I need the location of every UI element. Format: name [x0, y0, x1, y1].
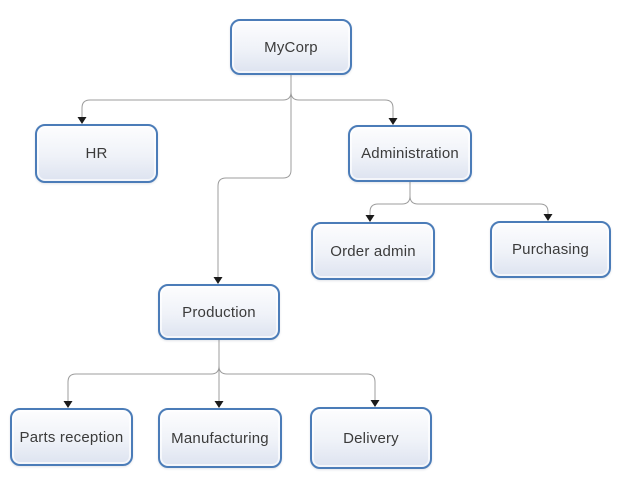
arrowhead-icon: [63, 401, 73, 408]
arrowhead-icon: [370, 400, 380, 407]
node-mycorp[interactable]: MyCorp: [230, 19, 352, 75]
node-label: Delivery: [343, 429, 399, 447]
connector-mycorp-administration: [290, 75, 394, 119]
connector-production-delivery: [218, 340, 376, 401]
node-purchasing[interactable]: Purchasing: [490, 221, 611, 278]
connector-mycorp-production: [217, 75, 292, 278]
arrowhead-icon: [543, 214, 553, 221]
node-production[interactable]: Production: [158, 284, 280, 340]
node-hr[interactable]: HR: [35, 124, 158, 183]
arrowhead-icon: [214, 401, 224, 408]
node-delivery[interactable]: Delivery: [310, 407, 432, 469]
node-label: Manufacturing: [171, 429, 269, 447]
arrowhead-icon: [77, 117, 87, 124]
node-label: MyCorp: [264, 38, 318, 56]
node-label: Production: [182, 303, 256, 321]
node-label: Administration: [361, 145, 459, 162]
node-label: Order admin: [330, 242, 416, 260]
node-parts-reception[interactable]: Parts reception: [10, 408, 133, 466]
node-administration[interactable]: Administration: [348, 125, 472, 182]
node-order-admin[interactable]: Order admin: [311, 222, 435, 280]
connector-administration-order-admin: [369, 182, 411, 216]
node-label: Purchasing: [511, 241, 590, 258]
connector-administration-purchasing: [409, 182, 549, 215]
connector-mycorp-hr: [81, 75, 292, 118]
arrowhead-icon: [388, 118, 398, 125]
node-label: HR: [85, 145, 108, 162]
arrowhead-icon: [365, 215, 375, 222]
connector-production-parts-reception: [67, 340, 220, 402]
node-label: Parts reception: [19, 428, 124, 446]
arrowhead-icon: [213, 277, 223, 284]
node-manufacturing[interactable]: Manufacturing: [158, 408, 282, 468]
